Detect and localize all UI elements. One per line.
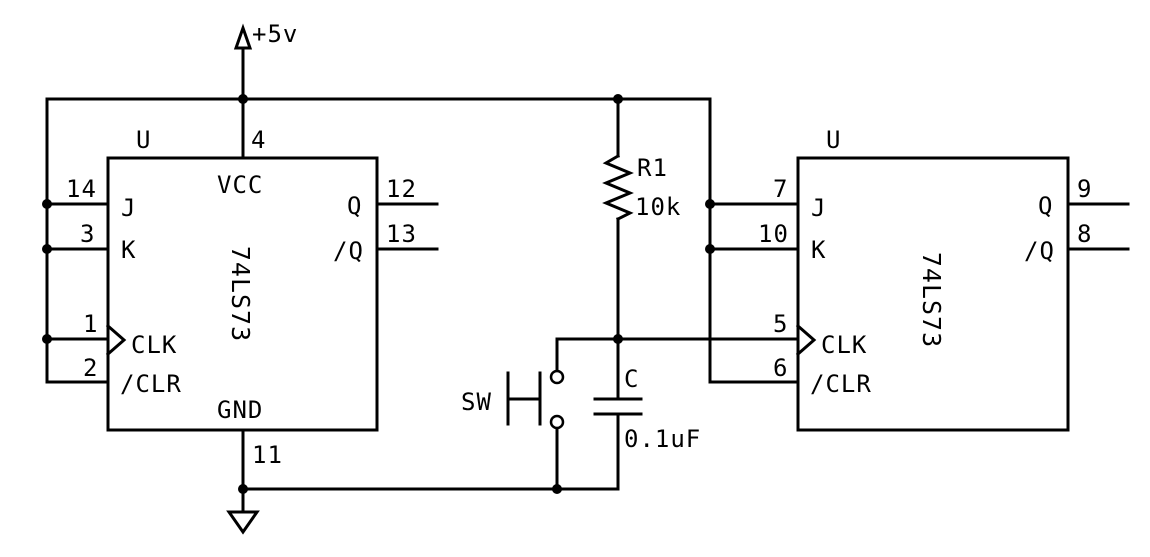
clock-node-wires (555, 337, 800, 401)
chip1-k-pin-label: K (121, 236, 136, 264)
chip1-clk-pin-label: CLK (131, 331, 177, 359)
chip1-left-pin-wires (45, 202, 110, 384)
chip1-gnd-label: GND (217, 396, 263, 424)
chip1-vcc-label: VCC (217, 171, 263, 199)
resistor-r1 (602, 97, 634, 341)
chip1-q-pin-number: 12 (386, 175, 417, 203)
chip2-left-pin-wires (708, 97, 800, 384)
chip1-gnd-pin-number: 11 (252, 441, 283, 469)
junction-dot (42, 244, 52, 254)
ground-symbol (226, 510, 260, 535)
vcc-power-symbol (233, 23, 253, 101)
chip1-right-pin-wires (375, 202, 439, 251)
capacitor-c (593, 397, 643, 416)
chip2-clk-pin-label: CLK (821, 331, 867, 359)
chip2-clr-pin-number: 6 (773, 354, 788, 382)
chip2-right-pin-wires (1066, 202, 1130, 251)
chip2-part-number: 74LS73 (917, 252, 946, 348)
resistor-value: 10k (635, 193, 681, 221)
chip2-clock-triangle (795, 323, 817, 357)
chip1-j-pin-label: J (121, 194, 136, 222)
chip1-nq-pin-number: 13 (386, 220, 417, 248)
chip2-clk-pin-number: 5 (773, 310, 788, 338)
chip1-ref: U (136, 126, 151, 154)
chip2-body (796, 156, 1070, 432)
capacitor-ref: C (624, 365, 639, 393)
chip1-j-pin-number: 14 (66, 175, 97, 203)
chip2-ref: U (826, 126, 841, 154)
junction-dot (42, 334, 52, 344)
chip1-part-number: 74LS73 (226, 246, 255, 342)
push-switch (506, 369, 565, 430)
chip1-clr-pin-number: 2 (83, 354, 98, 382)
chip2-nq-pin-number: 8 (1077, 220, 1092, 248)
chip2-j-pin-label: J (811, 194, 826, 222)
chip2-k-pin-label: K (811, 236, 826, 264)
junction-dots (42, 94, 715, 494)
junction-dot (613, 334, 623, 344)
chip2-q-pin-label: Q (1038, 192, 1053, 220)
chip2-clr-pin-label: /CLR (810, 370, 872, 398)
chip2-j-pin-number: 7 (773, 175, 788, 203)
junction-dot (552, 484, 562, 494)
chip1-q-pin-label: Q (347, 192, 362, 220)
chip1-clk-pin-number: 1 (83, 310, 98, 338)
vcc-label: +5v (252, 20, 298, 48)
junction-dot (238, 94, 248, 104)
junction-dot (613, 94, 623, 104)
chip1-clock-triangle (105, 323, 127, 357)
chip2-q-pin-number: 9 (1077, 175, 1092, 203)
resistor-ref: R1 (637, 154, 668, 182)
chip1-vcc-pin-number: 4 (251, 126, 266, 154)
capacitor-value: 0.1uF (624, 425, 701, 453)
chip2-k-pin-number: 10 (758, 220, 789, 248)
chip1-clr-pin-label: /CLR (120, 370, 182, 398)
junction-dot (238, 484, 248, 494)
junction-dot (705, 199, 715, 209)
junction-dot (705, 244, 715, 254)
chip2-nq-pin-label: /Q (1024, 237, 1055, 265)
junction-dot (42, 199, 52, 209)
switch-label: SW (461, 388, 492, 416)
chip1-nq-pin-label: /Q (333, 237, 364, 265)
chip1-k-pin-number: 3 (80, 220, 95, 248)
